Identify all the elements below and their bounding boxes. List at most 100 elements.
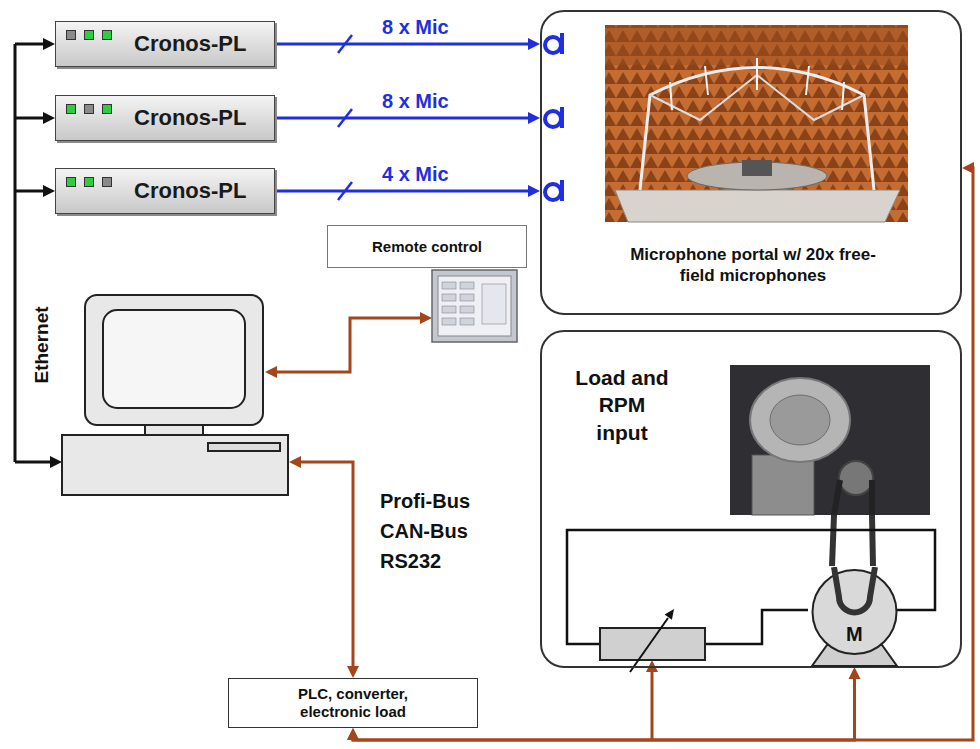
microphone-symbol [560, 107, 564, 128]
boom [670, 82, 672, 110]
remote-screen [432, 270, 517, 342]
arrow-head [347, 666, 359, 678]
daq-unit: Cronos-PL [55, 95, 275, 141]
daq-unit: Cronos-PL [55, 168, 275, 214]
motor-symbol: M [807, 567, 902, 667]
button [460, 318, 474, 325]
belt [832, 515, 873, 566]
ethernet-bus [15, 44, 51, 462]
arrow-head [528, 185, 540, 197]
cronos-text: Cronos-PL [134, 31, 246, 57]
button [460, 294, 474, 301]
arrow-head [43, 38, 55, 50]
arrow-head [265, 366, 277, 378]
arrow-head [43, 185, 55, 197]
motor-outline [807, 567, 902, 667]
belt [834, 567, 875, 613]
bus-label: RS232 [380, 550, 441, 573]
connector [275, 117, 531, 120]
button [442, 318, 456, 325]
led-indicator [102, 30, 112, 40]
daq-unit: Cronos-PL [55, 21, 275, 67]
group-panel: Load and RPM inputM [540, 330, 962, 668]
test-object [742, 160, 772, 176]
load-text: Load and RPM input [572, 364, 672, 446]
variable-arrow [630, 618, 668, 672]
arrow-head [665, 609, 674, 620]
button [442, 294, 456, 301]
led-indicator [84, 104, 94, 114]
link-line [651, 671, 654, 740]
pulley [839, 461, 873, 495]
photo-ground [730, 365, 930, 515]
led-indicator [66, 104, 76, 114]
link-line [300, 462, 353, 667]
bus-line [15, 43, 44, 46]
led-indicator [102, 104, 112, 114]
plc-text: PLC, converter, electronic load [278, 685, 428, 721]
computer [62, 295, 288, 495]
bus-line [15, 461, 51, 464]
computer-case [62, 435, 288, 495]
mount-block [752, 455, 814, 515]
bus-line [14, 44, 17, 462]
chamber-wall [605, 25, 908, 222]
monitor-screen [103, 310, 245, 408]
screen [438, 276, 511, 336]
screen-buttons [442, 282, 506, 325]
led-indicator [66, 177, 76, 187]
bus-label: CAN-Bus [380, 520, 468, 543]
button [442, 282, 456, 289]
microphone-symbol [545, 184, 561, 200]
microphone-booms [670, 58, 844, 110]
monitor-neck [145, 425, 203, 435]
led-indicator [102, 177, 112, 187]
microphone-symbol [545, 37, 561, 53]
arrow-head [50, 456, 62, 468]
arrow-head [347, 728, 359, 740]
microphone-symbol [560, 33, 564, 54]
panel [482, 284, 506, 324]
boom [705, 66, 708, 95]
boom [842, 82, 844, 110]
boom [756, 58, 758, 90]
edge-label: 4 x Mic [382, 163, 449, 186]
platform [615, 190, 900, 222]
monitor [85, 295, 263, 425]
microphone-symbol [545, 111, 561, 127]
arrow-head [849, 667, 861, 679]
alternator-photo [730, 365, 930, 515]
connector [275, 43, 531, 46]
arrow-head [347, 728, 359, 740]
cronos-text: Cronos-PL [134, 178, 246, 204]
edge-label: 8 x Mic [382, 90, 449, 113]
screen-frame [432, 270, 517, 342]
motor-text: M [846, 623, 863, 646]
arrow-head [289, 456, 301, 468]
bus-label: Profi-Bus [380, 490, 470, 513]
bus-line [15, 190, 44, 193]
arrow-head [962, 162, 974, 174]
drive-slot [208, 443, 280, 451]
cronos-text: Cronos-PL [134, 105, 246, 131]
button [442, 306, 456, 313]
arrow-head [43, 112, 55, 124]
resistor-symbol [600, 628, 705, 660]
arrow-head [528, 112, 540, 124]
remote-text: Remote control [372, 238, 482, 255]
connector [275, 190, 531, 193]
portal-text: Microphone portal w/ 20x free-field micr… [623, 244, 883, 287]
edge-label: 8 x Mic [382, 16, 449, 39]
boom [806, 66, 809, 95]
process-box: PLC, converter, electronic load [228, 678, 478, 728]
group-panel: Microphone portal w/ 20x free-field micr… [540, 10, 962, 315]
arrow-head [420, 312, 432, 324]
microphone-symbol [560, 180, 564, 201]
portal-photo [605, 25, 908, 222]
alternator-body [750, 378, 850, 462]
label-box: Remote control [327, 225, 527, 268]
led-indicator [84, 177, 94, 187]
led-indicator [84, 30, 94, 40]
button [460, 282, 474, 289]
